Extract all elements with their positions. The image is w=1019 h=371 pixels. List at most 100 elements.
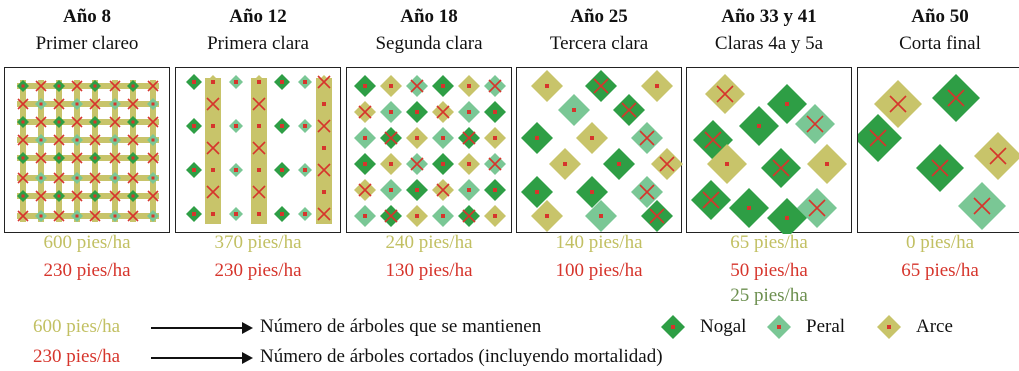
tree-marker <box>747 206 751 210</box>
tree-marker <box>363 84 367 88</box>
tree-marker <box>655 84 659 88</box>
tree-marker <box>131 194 135 198</box>
tree-row-band <box>17 101 159 107</box>
tree-marker <box>192 212 196 216</box>
kept-trees-value: 0 pies/ha <box>905 232 975 253</box>
tree-marker <box>441 162 445 166</box>
cut-mark <box>806 115 824 133</box>
tree-marker <box>192 124 196 128</box>
tree-marker <box>280 124 284 128</box>
tree-marker <box>257 124 261 128</box>
tree-marker <box>39 214 43 218</box>
kept-trees-value: 240 pies/ha <box>385 232 473 253</box>
cut-mark <box>931 159 949 177</box>
tree-marker <box>211 80 215 84</box>
tree-marker <box>131 120 135 124</box>
tree-marker <box>57 194 61 198</box>
cut-mark <box>147 152 159 164</box>
kept-trees-value: 140 pies/ha <box>555 232 643 253</box>
cut-mark <box>702 191 720 209</box>
tree-marker <box>211 168 215 172</box>
legend-cut-sample: 230 pies/ha <box>33 346 121 367</box>
panel-year: Año 8 <box>62 6 112 27</box>
tree-marker <box>93 156 97 160</box>
cut-mark <box>384 209 398 223</box>
tree-marker <box>389 162 393 166</box>
tree-marker <box>39 138 43 142</box>
cut-mark <box>989 147 1007 165</box>
tree-marker <box>257 80 261 84</box>
tree-marker <box>363 162 367 166</box>
tree-marker <box>441 136 445 140</box>
legend-kept-description: Número de árboles que se mantienen <box>260 316 542 337</box>
tree-marker <box>415 110 419 114</box>
tree-row-band <box>17 119 159 125</box>
cut-mark <box>252 141 266 155</box>
cut-mark <box>649 208 665 224</box>
panel-stage: Primer clareo <box>35 33 139 54</box>
tree-marker <box>599 214 603 218</box>
tree-marker <box>39 176 43 180</box>
cut-mark <box>808 199 826 217</box>
cut-mark <box>53 134 65 146</box>
tree-marker <box>303 80 307 84</box>
tree-marker <box>151 214 155 218</box>
stand-plot <box>346 67 512 233</box>
tree-marker <box>363 214 367 218</box>
cut-mark <box>317 163 331 177</box>
panel-stage: Segunda clara <box>375 33 483 54</box>
cut-trees-value: 50 pies/ha <box>730 260 808 281</box>
tree-marker <box>39 102 43 106</box>
cut-mark <box>71 80 83 92</box>
cut-mark <box>35 80 47 92</box>
cut-mark <box>206 97 220 111</box>
tree-marker <box>57 120 61 124</box>
cut-mark <box>410 79 424 93</box>
cut-mark <box>89 210 101 222</box>
tree-marker <box>151 176 155 180</box>
cut-mark <box>772 159 790 177</box>
extra-trees-value: 25 pies/ha <box>730 285 808 306</box>
tree-marker <box>151 138 155 142</box>
cut-mark <box>488 157 502 171</box>
panel-year: Año 33 y 41 <box>721 6 817 27</box>
cut-mark <box>17 98 29 110</box>
tree-marker <box>280 212 284 216</box>
cut-mark <box>659 156 675 172</box>
cut-mark <box>71 116 83 128</box>
tree-marker <box>131 156 135 160</box>
tree-marker <box>93 84 97 88</box>
tree-row-band <box>17 193 159 199</box>
stand-plot <box>175 67 341 233</box>
tree-row-band <box>20 80 26 222</box>
cut-mark <box>317 207 331 221</box>
tree-marker <box>825 162 829 166</box>
cut-trees-value: 100 pies/ha <box>555 260 643 281</box>
tree-marker <box>322 190 326 194</box>
cut-mark <box>109 190 121 202</box>
cut-mark <box>252 97 266 111</box>
tree-marker <box>234 124 238 128</box>
legend-species-nogal: Nogal <box>700 316 747 337</box>
cut-mark <box>17 210 29 222</box>
arrow-right-icon <box>151 352 253 364</box>
tree-marker <box>93 194 97 198</box>
stand-plot <box>516 67 683 233</box>
cut-mark <box>436 183 450 197</box>
tree-marker <box>363 136 367 140</box>
cut-mark <box>384 131 398 145</box>
cut-mark <box>973 197 991 215</box>
tree-marker <box>113 138 117 142</box>
legend-species-arce: Arce <box>916 316 953 337</box>
kept-trees-value: 65 pies/ha <box>730 232 808 253</box>
tree-row-band <box>17 137 159 143</box>
tree-marker <box>151 102 155 106</box>
tree-marker <box>467 188 471 192</box>
tree-row-band <box>150 80 156 222</box>
tree-marker <box>415 214 419 218</box>
tree-row-band <box>17 213 159 219</box>
tree-marker <box>590 136 594 140</box>
cut-mark <box>89 134 101 146</box>
cut-mark <box>53 172 65 184</box>
panel-stage: Claras 4a y 5a <box>714 33 824 54</box>
